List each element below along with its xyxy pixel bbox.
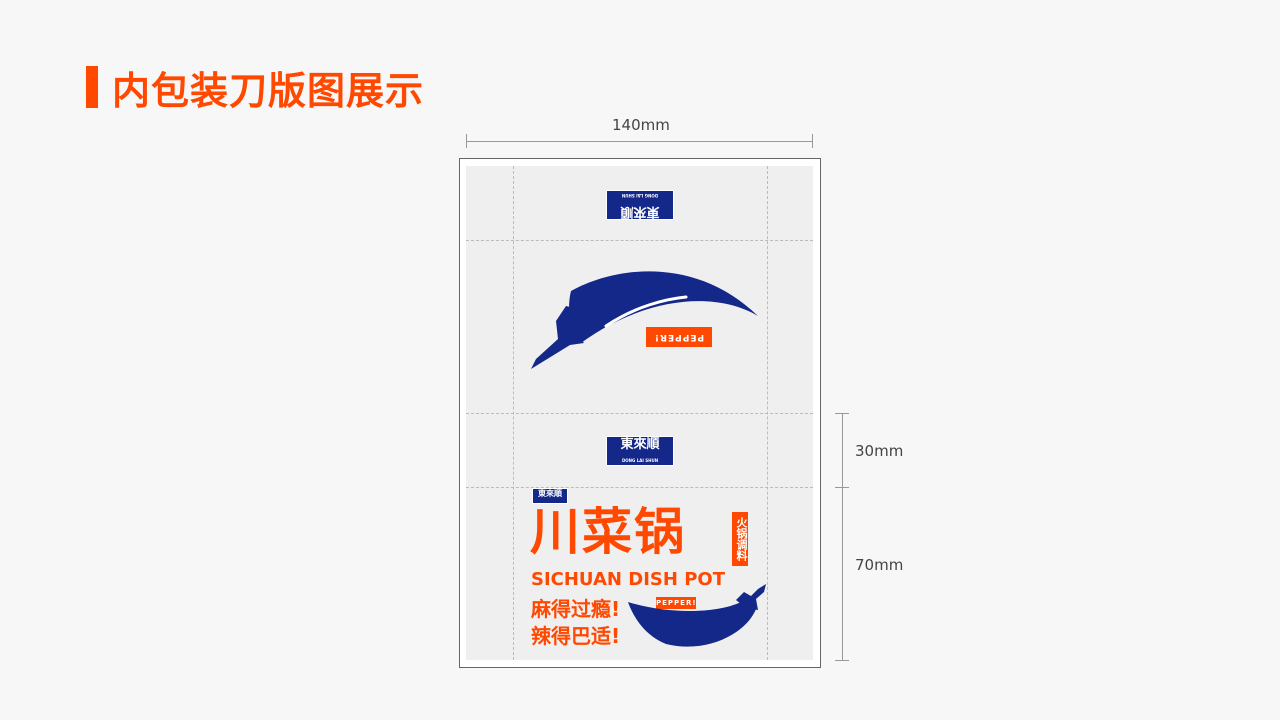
- dimension-tick: [835, 413, 849, 414]
- width-label: 140mm: [612, 116, 670, 134]
- dimension-tick: [835, 487, 849, 488]
- fold-line: [513, 166, 514, 660]
- slogan-1: 麻得过瘾!: [531, 597, 621, 621]
- page-title: 内包装刀版图展示: [112, 69, 425, 113]
- pepper-tag-flipped: PEPPER!: [646, 327, 712, 347]
- fold-line: [466, 240, 813, 241]
- chili-pepper-illustration: [628, 584, 766, 647]
- slogan-2: 辣得巴适!: [531, 624, 621, 648]
- height-bottom-label: 70mm: [855, 556, 904, 574]
- product-title: 川菜锅: [530, 503, 686, 561]
- chili-pepper-illustration-flipped: [531, 271, 758, 369]
- dimension-tick: [466, 134, 467, 148]
- dimension-tick: [835, 660, 849, 661]
- fold-line: [466, 413, 813, 414]
- fold-line: [466, 487, 813, 488]
- brand-logo-small: 東來順: [532, 488, 568, 504]
- height-dimension-line: [842, 413, 843, 660]
- fold-line: [767, 166, 768, 660]
- side-label: 火锅调料: [732, 512, 748, 566]
- dimension-tick: [812, 134, 813, 148]
- height-top-label: 30mm: [855, 442, 904, 460]
- width-dimension-line: [466, 141, 813, 142]
- pepper-tag: PEPPER!: [656, 597, 697, 609]
- english-title: SICHUAN DISH POT: [531, 569, 725, 590]
- title-accent-bar: [86, 66, 98, 108]
